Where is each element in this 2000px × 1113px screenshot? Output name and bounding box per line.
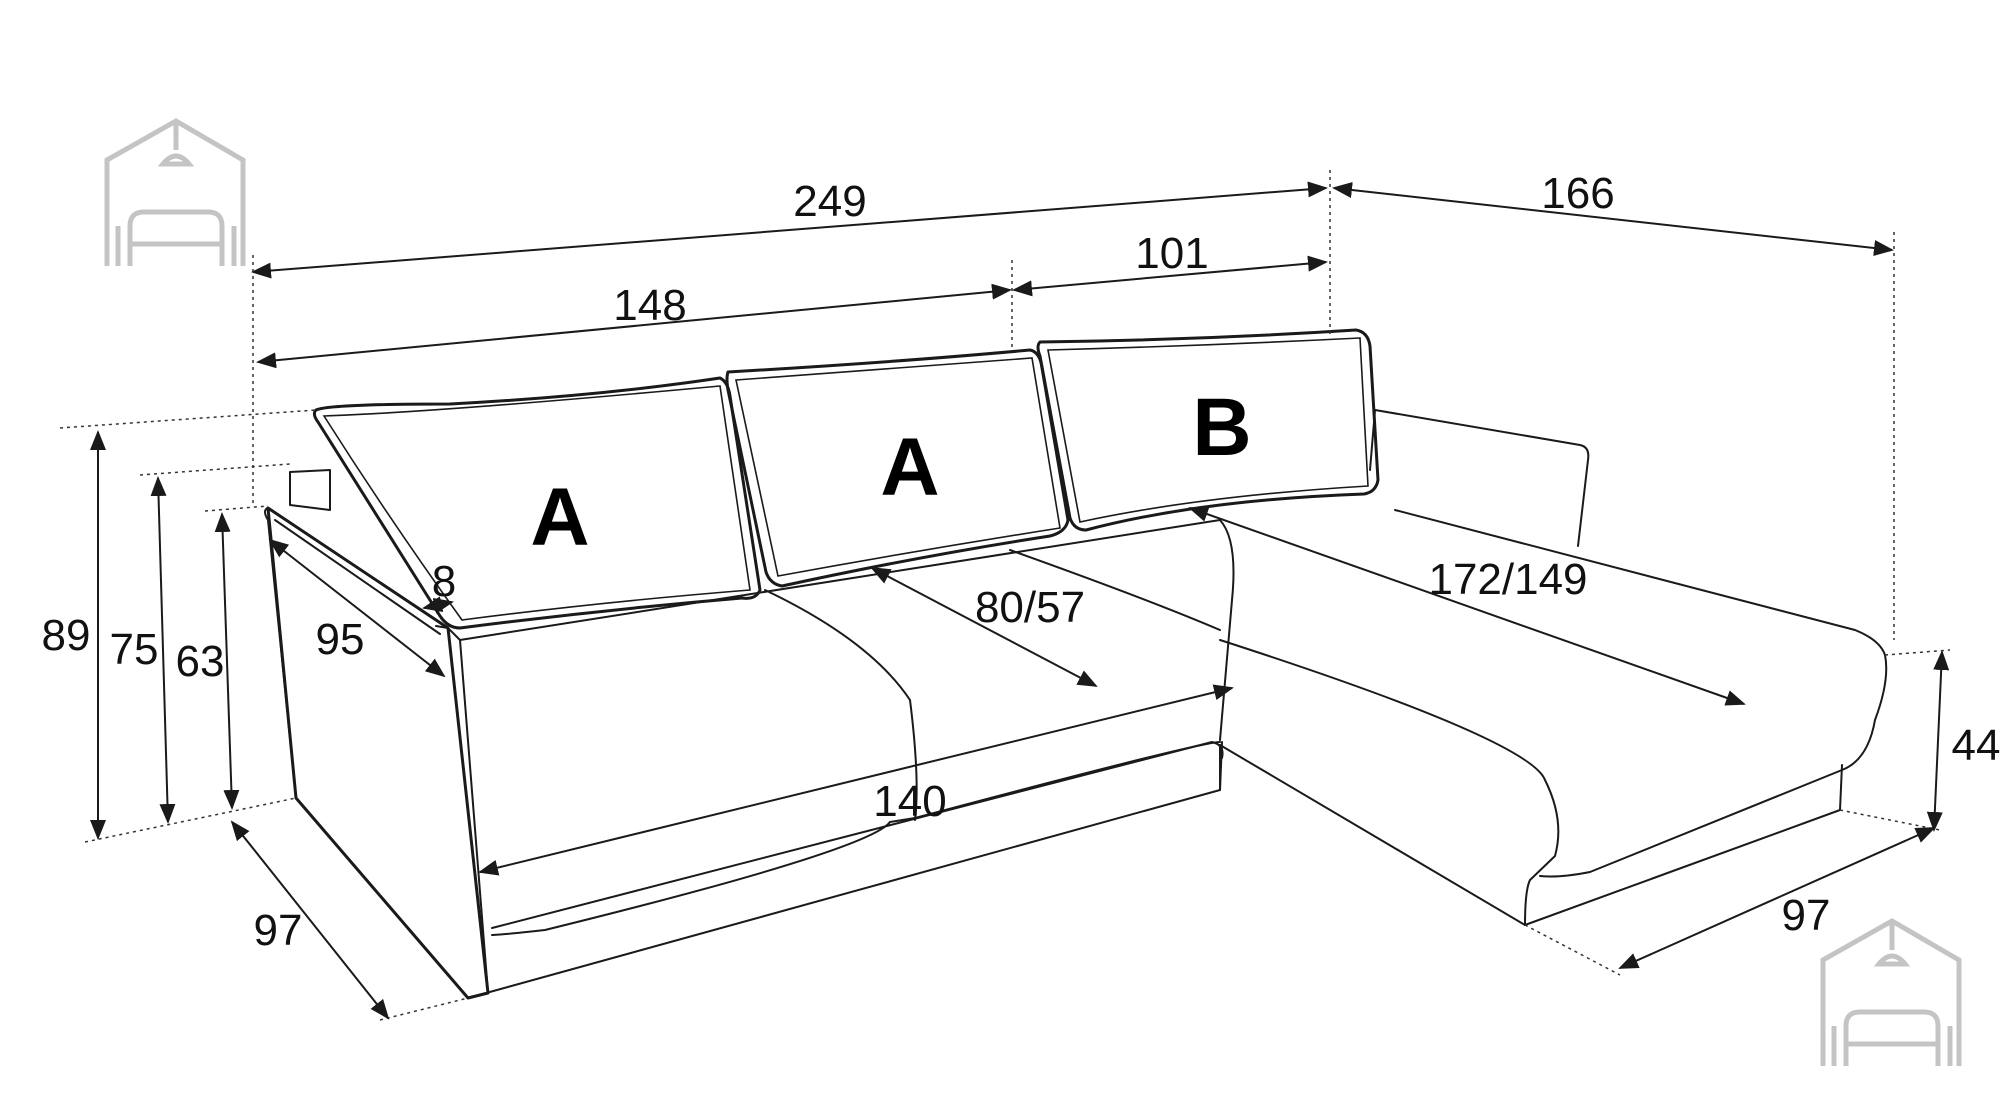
label-height-armrest: 75	[110, 625, 159, 674]
label-sofa-section: 148	[613, 281, 686, 330]
label-arm-depth: 95	[316, 615, 365, 664]
label-height-back: 63	[176, 637, 225, 686]
dimension-lines	[90, 181, 1950, 1020]
label-total-width: 249	[793, 177, 866, 226]
cushion-letter-middle: A	[880, 422, 939, 513]
label-chaise-section: 101	[1135, 229, 1208, 278]
label-depth-right: 97	[1782, 891, 1831, 940]
label-seat-depth: 80/57	[975, 583, 1085, 632]
logo-top-left	[104, 118, 246, 266]
label-seat-height: 44	[1952, 721, 2000, 770]
cushion-letter-left: A	[530, 472, 589, 563]
label-depth-left: 97	[254, 906, 303, 955]
logo-bottom-right	[1820, 918, 1962, 1066]
label-height-total: 89	[42, 611, 91, 660]
label-chaise-width: 166	[1541, 169, 1614, 218]
label-arm-thickness: 8	[432, 557, 456, 606]
cushion-letter-right: B	[1192, 382, 1251, 473]
label-chaise-depth: 172/149	[1428, 555, 1587, 604]
label-seat-width: 140	[873, 777, 946, 826]
cushion-left	[312, 376, 762, 630]
cushion-right	[1036, 328, 1380, 532]
